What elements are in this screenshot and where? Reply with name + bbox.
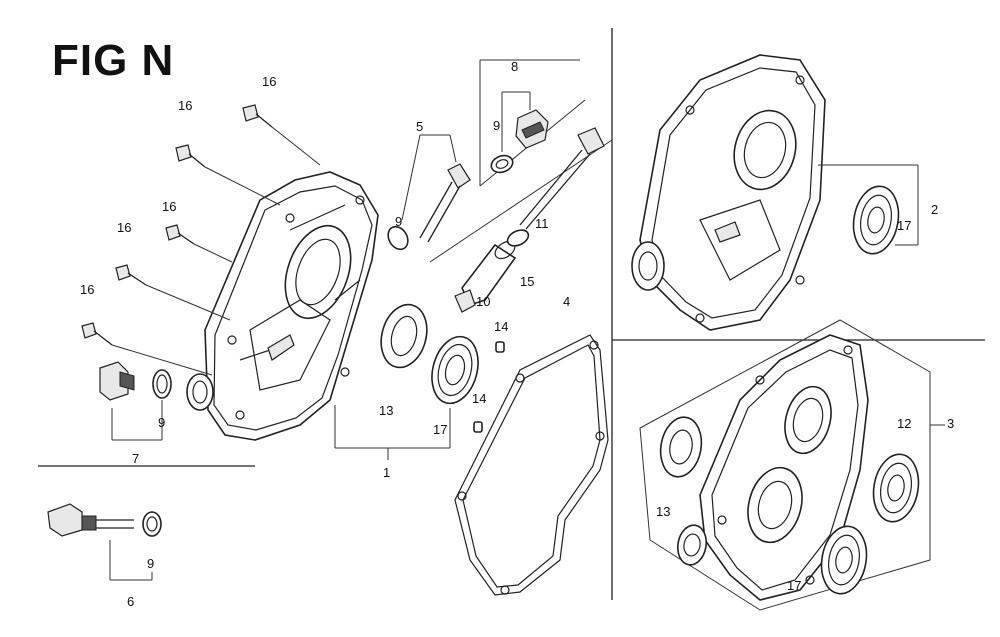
callout-7: 7 — [132, 451, 139, 466]
figure-title: FIG N — [52, 36, 175, 85]
panel-dividers — [38, 28, 985, 600]
bolt-16-left — [115, 264, 231, 321]
callout-12: 12 — [897, 416, 911, 431]
oil-seal-13-right — [659, 416, 708, 566]
callout-17: 17 — [433, 422, 447, 437]
callout-16: 16 — [80, 282, 94, 297]
cap-8 — [490, 91, 549, 174]
callout-9: 9 — [147, 556, 154, 571]
governor-shaft-5 — [387, 134, 471, 251]
callout-1: 1 — [383, 465, 390, 480]
callout-17: 17 — [897, 218, 911, 233]
callout-13: 13 — [656, 504, 670, 519]
bolt-16-upper-left — [175, 144, 281, 206]
drain-plug-7 — [99, 361, 214, 441]
dipstick-6 — [47, 503, 162, 581]
bearing-17-bottom-right — [820, 525, 868, 595]
callout-16: 16 — [117, 220, 131, 235]
callout-16: 16 — [262, 74, 276, 89]
callout-10: 10 — [476, 294, 490, 309]
bolt-16-lower-left — [81, 322, 213, 376]
callout-9: 9 — [158, 415, 165, 430]
callout-14: 14 — [472, 391, 486, 406]
crankcase-cover-2 — [631, 54, 919, 331]
callout-labels: 16 16 16 16 16 5 9 8 9 11 4 15 10 14 14 … — [80, 59, 954, 609]
bolt-16-mid — [165, 224, 233, 263]
callout-8: 8 — [511, 59, 518, 74]
callout-4: 4 — [563, 294, 570, 309]
callout-15: 15 — [520, 274, 534, 289]
callout-16: 16 — [178, 98, 192, 113]
crankcase-assembly-3 — [639, 319, 945, 611]
callout-13: 13 — [379, 403, 393, 418]
callout-9: 9 — [395, 214, 402, 229]
callout-5: 5 — [416, 119, 423, 134]
callout-17: 17 — [787, 578, 801, 593]
callout-6: 6 — [127, 594, 134, 609]
bolt-16-top — [242, 104, 321, 166]
callout-3: 3 — [947, 416, 954, 431]
bearing-17-top-right — [852, 185, 900, 255]
crankcase-cover-left — [204, 171, 379, 441]
callout-14: 14 — [494, 319, 508, 334]
gasket-4 — [454, 334, 609, 596]
dowel-pin-14-lower — [473, 421, 483, 433]
bearing-17-mid — [431, 335, 479, 405]
callout-16: 16 — [162, 199, 176, 214]
bolt-16-group — [81, 104, 321, 376]
o-ring-15 — [506, 229, 530, 247]
dipstick-11 — [519, 127, 605, 230]
bearing-12 — [872, 453, 920, 523]
bracket-1 — [334, 405, 451, 460]
oil-filler-10 — [454, 240, 517, 313]
callout-11: 11 — [535, 216, 549, 231]
callout-2: 2 — [931, 202, 938, 217]
dowel-pin-14-upper — [495, 341, 505, 353]
callout-9: 9 — [493, 118, 500, 133]
oil-seal-13-mid — [380, 303, 428, 369]
